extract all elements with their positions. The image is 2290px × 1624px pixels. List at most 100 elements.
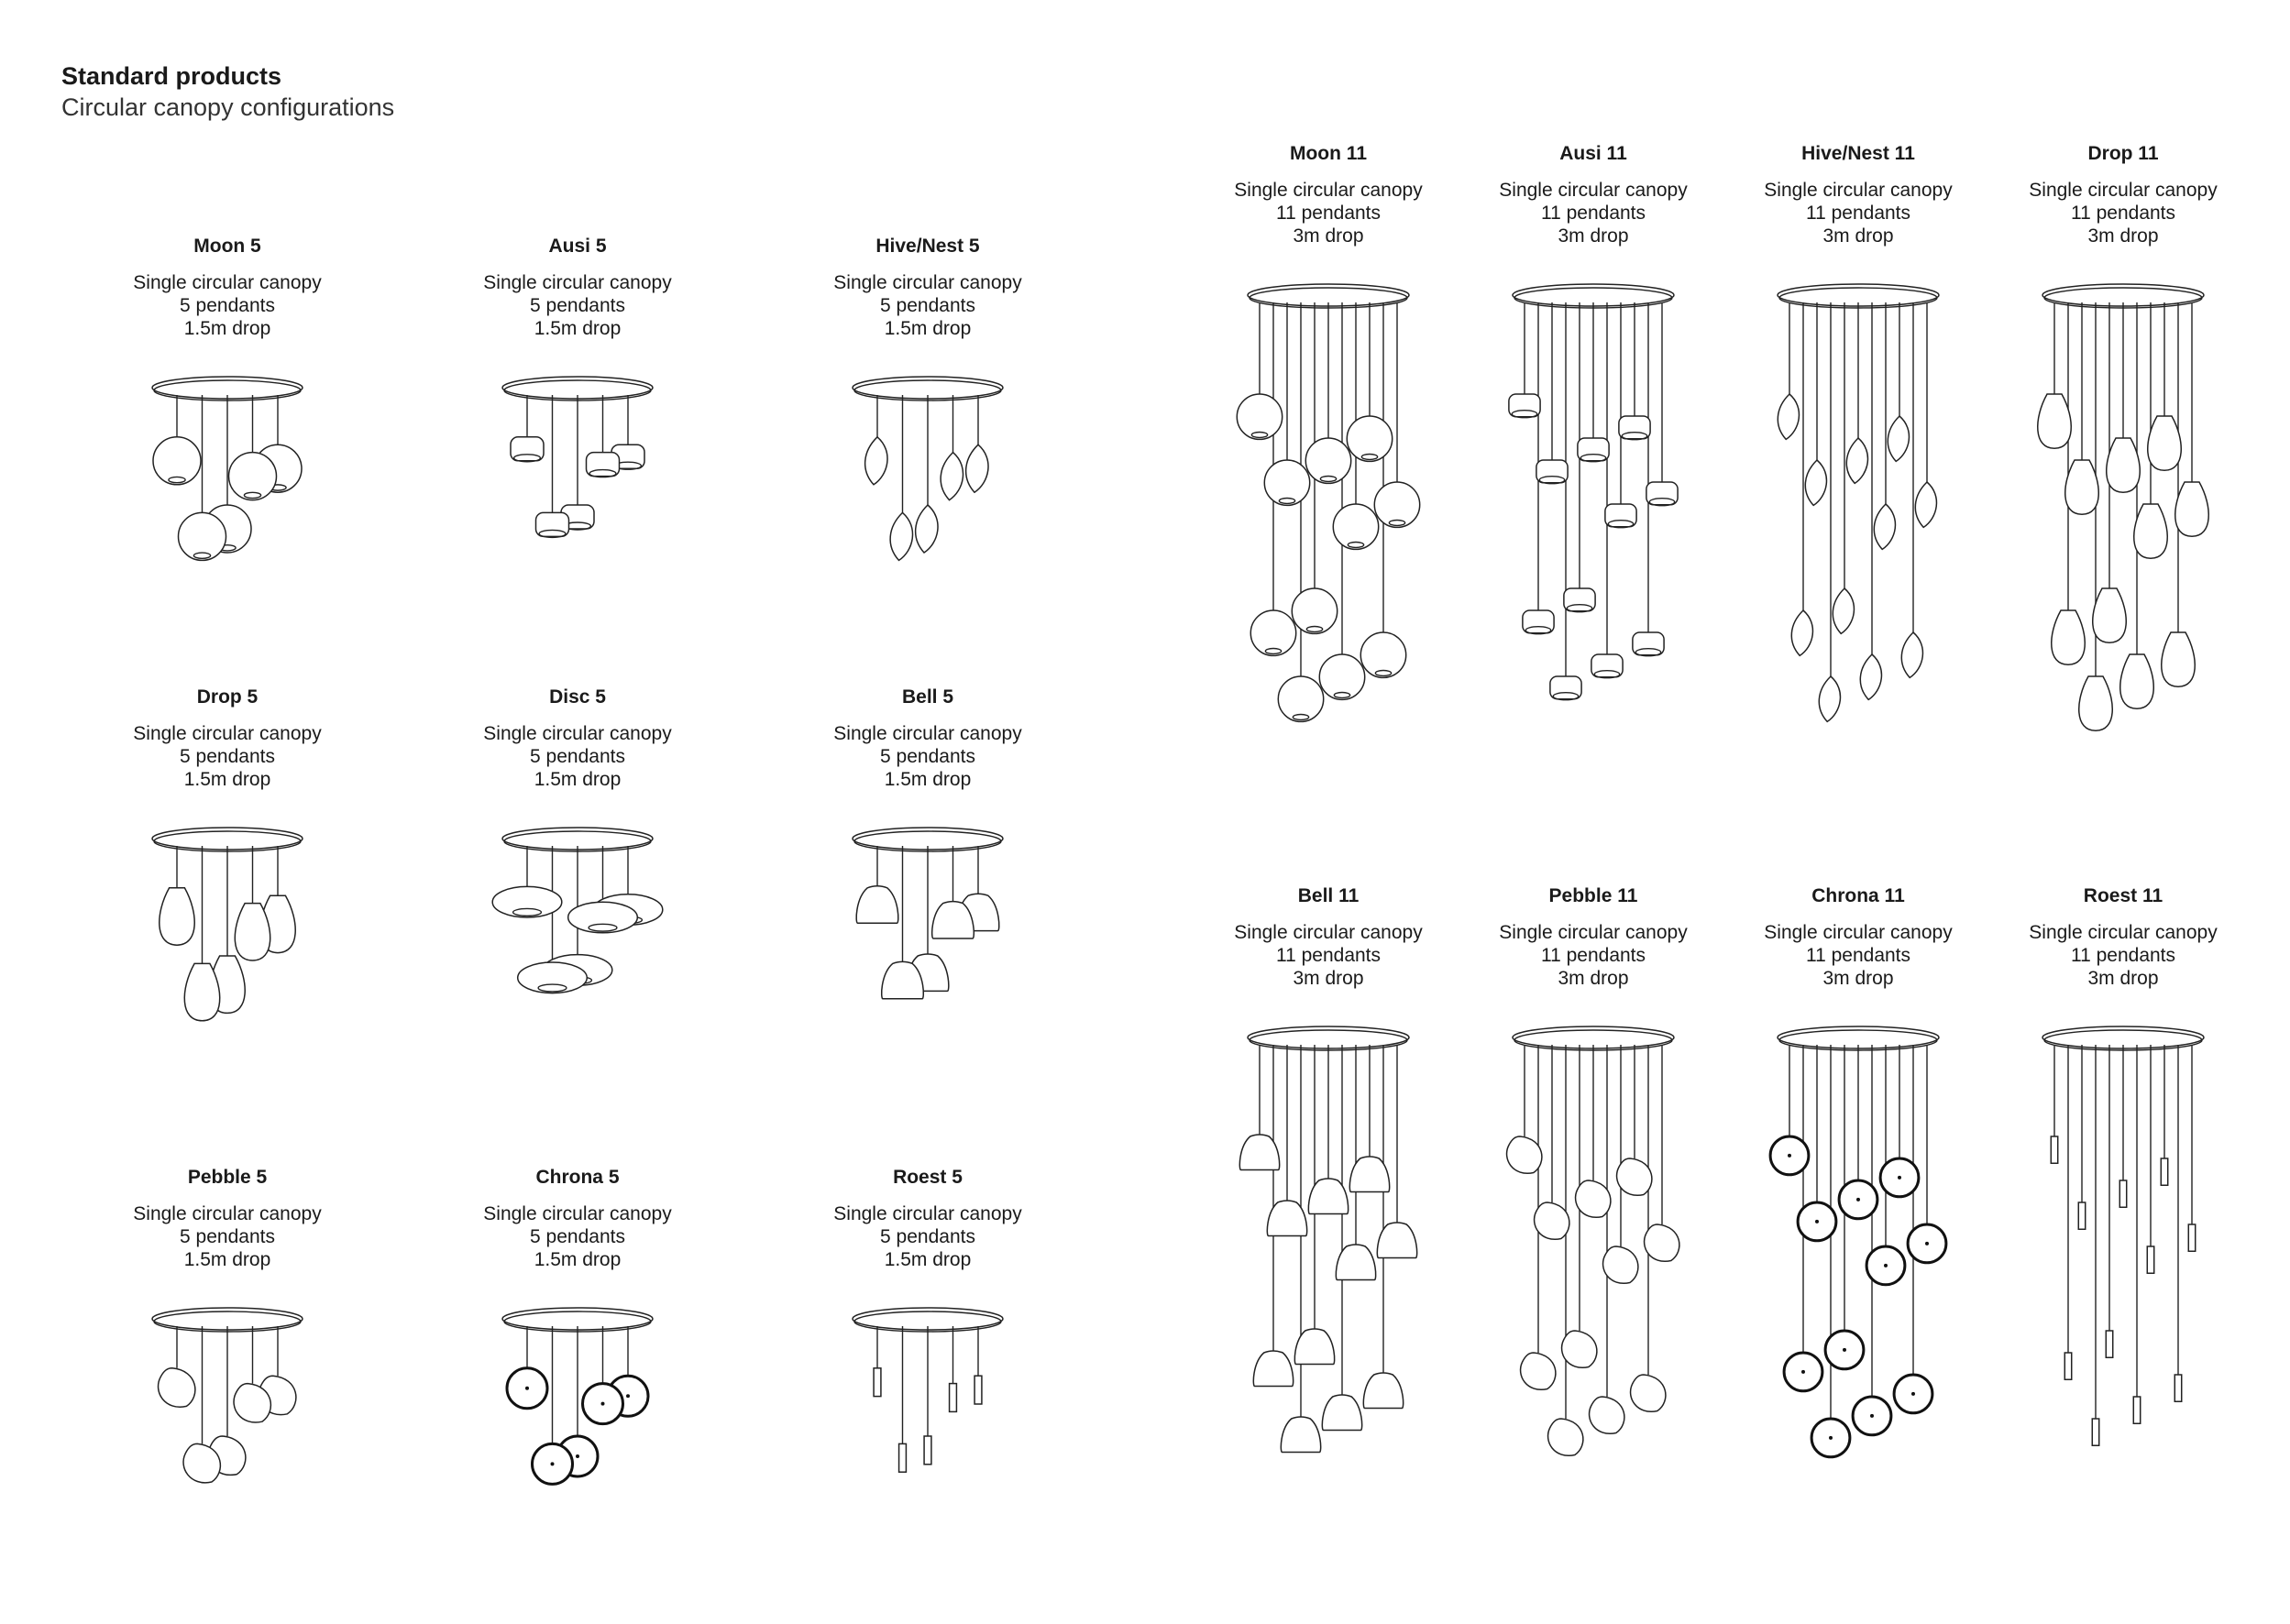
shade-opening <box>1319 475 1338 483</box>
drop-length: 1.5m drop <box>183 769 271 790</box>
canopy-type: Single circular canopy <box>1234 922 1423 943</box>
product-name: Drop 5 <box>196 686 259 708</box>
pendant-group <box>2037 283 2209 732</box>
pendant-cluster-illustration <box>151 827 303 1022</box>
product-spec: Single circular canopy 11 pendants 3m dr… <box>1456 921 1731 990</box>
shade-twisted <box>1845 436 1869 485</box>
product-card-hive-nest-11: Hive/Nest 11 Single circular canopy 11 p… <box>1721 142 1996 786</box>
product-spec: Single circular canopy 5 pendants 1.5m d… <box>90 1202 365 1271</box>
shade-teardrop <box>2133 503 2168 560</box>
shade-globe <box>1263 459 1311 507</box>
shade-teardrop <box>2119 653 2154 710</box>
product-name: Roest 11 <box>2083 885 2163 906</box>
shade-pebble <box>1574 1180 1612 1219</box>
shade-twisted <box>940 451 964 501</box>
pendant-count: 5 pendants <box>180 746 275 767</box>
product-name: Drop 11 <box>2087 143 2159 164</box>
shade-rim <box>1525 626 1552 635</box>
pendant-group <box>151 1307 303 1484</box>
pendant-cluster-illustration <box>1777 283 1940 723</box>
pendant-cluster-illustration <box>491 827 664 994</box>
shade-bell <box>930 900 975 939</box>
drop-length: 3m drop <box>1822 968 1894 989</box>
shade-globe <box>227 451 278 501</box>
shade-rim <box>1607 520 1635 529</box>
shade-lantern <box>1646 481 1679 506</box>
shade-globe <box>1291 587 1338 635</box>
shade-cylinder <box>2105 1330 2114 1359</box>
shade-teardrop <box>2092 587 2127 644</box>
shade-opening <box>537 983 567 993</box>
shade-lantern <box>1577 437 1610 462</box>
shade-twisted <box>864 435 888 486</box>
shade-cylinder <box>2146 1245 2155 1275</box>
shade-twisted <box>964 444 989 494</box>
shade-pebble <box>1519 1352 1557 1391</box>
pendant-group <box>852 376 1004 562</box>
shade-pebble <box>1629 1374 1667 1413</box>
canopy-type: Single circular canopy <box>133 1203 322 1224</box>
shade-disc <box>567 901 639 934</box>
shade-lantern <box>510 436 545 462</box>
drop-length: 3m drop <box>2087 225 2159 247</box>
pendant-cluster-illustration <box>1236 283 1421 723</box>
shade-bell <box>1239 1134 1281 1171</box>
shade-rim <box>1648 497 1676 507</box>
pendant-count: 11 pendants <box>2070 945 2176 966</box>
product-spec: Single circular canopy 5 pendants 1.5m d… <box>440 271 715 340</box>
product-spec: Single circular canopy 5 pendants 1.5m d… <box>440 1202 715 1271</box>
drop-length: 3m drop <box>1822 225 1894 247</box>
shade-center <box>1829 1435 1833 1440</box>
shade-pebble <box>1588 1396 1625 1435</box>
product-name: Hive/Nest 5 <box>875 236 980 257</box>
pendant-cluster-illustration <box>151 376 303 562</box>
shade-globe <box>1305 437 1352 485</box>
pendant-count: 5 pendants <box>880 1226 975 1247</box>
pendant-group <box>1768 1026 1948 1459</box>
shade-cylinder <box>2050 1136 2059 1165</box>
shade-lantern <box>1522 609 1555 634</box>
pendant-count: 5 pendants <box>180 1226 275 1247</box>
shade-bell <box>880 960 925 1000</box>
pendant-group <box>501 376 654 539</box>
product-card-moon-11: Moon 11 Single circular canopy 11 pendan… <box>1191 142 1466 786</box>
shade-globe <box>152 436 202 486</box>
shade-center <box>1856 1197 1860 1202</box>
shade-twisted <box>889 511 914 562</box>
page-header: Standard products Circular canopy config… <box>61 60 394 123</box>
shade-cylinder <box>897 1443 908 1473</box>
drop-length: 1.5m drop <box>884 318 972 339</box>
pendant-count: 5 pendants <box>880 746 975 767</box>
shade-disc <box>491 885 563 918</box>
shade-pebble <box>233 1382 271 1423</box>
canopy-type: Single circular canopy <box>833 1203 1022 1224</box>
product-card-hive-nest-5: Hive/Nest 5 Single circular canopy 5 pen… <box>790 235 1065 622</box>
canopy-type: Single circular canopy <box>1499 922 1688 943</box>
shade-cylinder <box>2132 1396 2141 1425</box>
shade-pebble <box>1643 1223 1680 1263</box>
shade-opening <box>1305 625 1324 633</box>
shade-opening <box>243 491 262 499</box>
pendant-group <box>151 827 303 1022</box>
product-card-bell-5: Bell 5 Single circular canopy 5 pendants… <box>790 686 1065 1073</box>
shade-lantern <box>1536 459 1569 484</box>
shade-lantern <box>1604 503 1637 528</box>
shade-twisted <box>1818 675 1842 723</box>
shade-opening <box>168 476 186 484</box>
shade-center <box>1925 1241 1929 1245</box>
product-spec: Single circular canopy 11 pendants 3m dr… <box>1721 179 1996 247</box>
shade-teardrop <box>2037 393 2072 450</box>
shade-lantern <box>534 511 570 538</box>
shade-twisted <box>1859 653 1883 701</box>
pendant-cluster-illustration <box>852 1307 1004 1473</box>
drop-length: 1.5m drop <box>534 318 622 339</box>
shade-lantern <box>585 451 621 477</box>
product-name: Pebble 11 <box>1548 885 1638 906</box>
shade-opening <box>1347 541 1365 549</box>
drop-length: 1.5m drop <box>183 318 271 339</box>
pendant-count: 5 pendants <box>180 295 275 316</box>
shade-opening <box>193 552 212 560</box>
shade-twisted <box>1777 392 1800 441</box>
shade-rim <box>512 454 542 463</box>
shade-center <box>600 1401 605 1406</box>
